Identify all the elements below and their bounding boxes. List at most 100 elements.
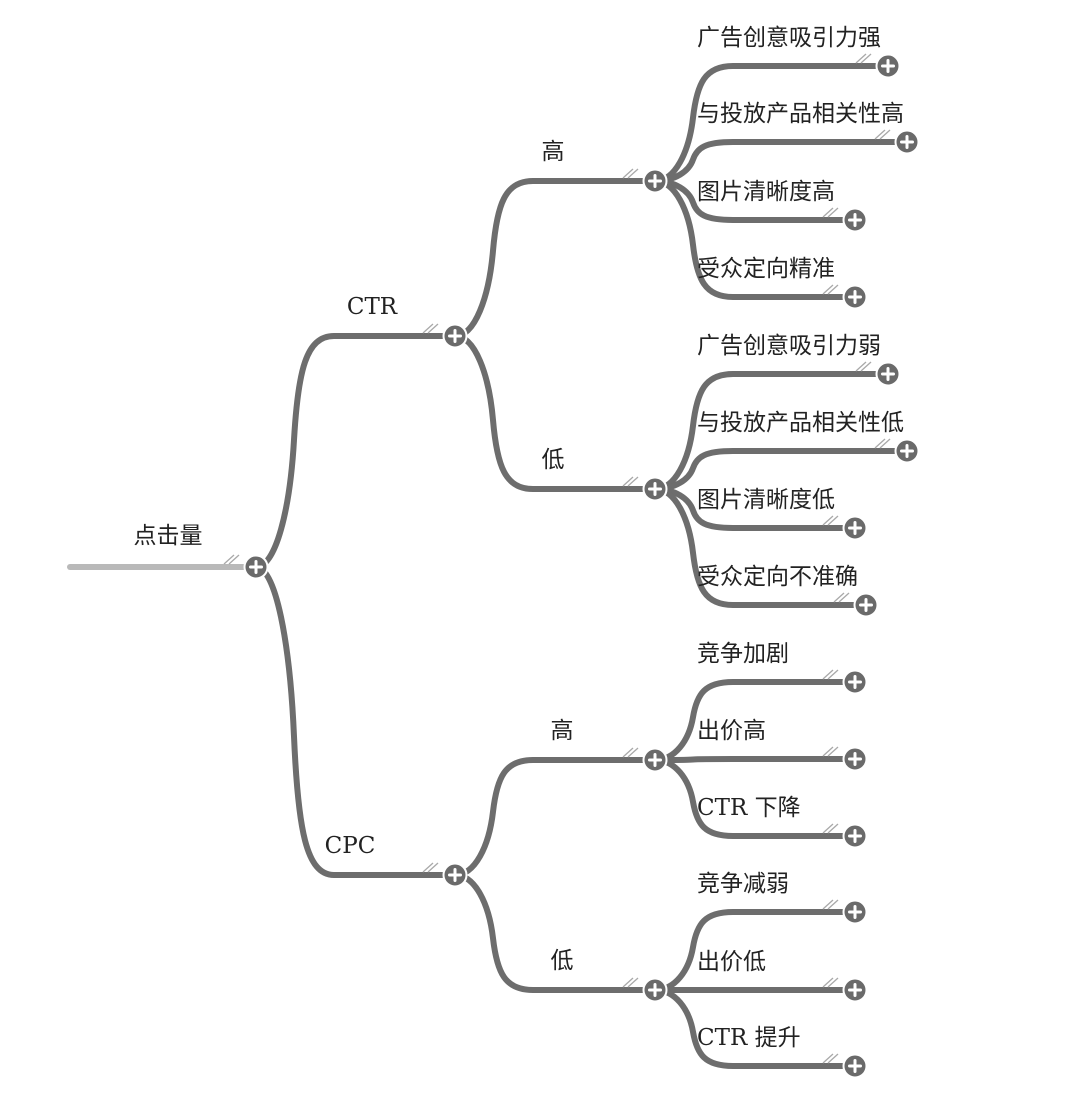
leaf-node-label: 竞争减弱 [697, 871, 789, 897]
collapse-hatch-mark [822, 899, 839, 910]
plus-icon [448, 868, 462, 882]
level2-expand-button[interactable] [642, 747, 668, 773]
plus-icon [848, 290, 862, 304]
leaf-node-label: 出价低 [697, 949, 766, 975]
plus-icon [448, 329, 462, 343]
level2-expand-button[interactable] [642, 168, 668, 194]
plus-icon [648, 482, 662, 496]
branch-line [452, 333, 658, 492]
collapse-hatch-mark [822, 284, 839, 295]
leaf-expand-button[interactable] [842, 207, 868, 233]
branch-line [253, 564, 458, 878]
leaf-expand-button[interactable] [842, 284, 868, 310]
leaf-node-label: 广告创意吸引力强 [697, 25, 881, 51]
leaf-node-label: 竞争加剧 [697, 641, 789, 667]
collapse-hatch-mark [822, 1053, 839, 1064]
collapse-hatch-mark [822, 746, 839, 757]
leaf-expand-button[interactable] [842, 515, 868, 541]
branch-line [652, 987, 858, 1069]
leaf-expand-button[interactable] [875, 53, 901, 79]
collapse-hatch-mark [622, 747, 639, 758]
leaf-expand-button[interactable] [842, 1053, 868, 1079]
leaf-expand-button[interactable] [853, 592, 879, 618]
plus-icon [900, 444, 914, 458]
plus-icon [900, 135, 914, 149]
collapse-hatch-mark [822, 515, 839, 526]
collapse-hatch-mark [422, 323, 439, 334]
collapse-hatch-mark [822, 823, 839, 834]
level2-expand-button[interactable] [642, 977, 668, 1003]
branch-line [652, 756, 858, 763]
leaf-expand-button[interactable] [842, 899, 868, 925]
branch-line [652, 679, 858, 763]
branch-line [452, 178, 658, 339]
level2-node-label: 高 [551, 718, 574, 744]
plus-icon [249, 560, 263, 574]
plus-icon [648, 753, 662, 767]
level2-node-label: 低 [551, 948, 574, 974]
level1-node-label: CPC [325, 833, 376, 859]
collapse-hatch-mark [874, 438, 891, 449]
branch-line [652, 178, 858, 223]
branch-line [652, 757, 858, 839]
root-node-label: 点击量 [134, 523, 203, 549]
collapse-hatch-mark [822, 207, 839, 218]
leaf-node-label: 图片清晰度低 [697, 487, 835, 513]
collapse-hatch-mark [822, 669, 839, 680]
leaf-expand-button[interactable] [842, 977, 868, 1003]
plus-icon [848, 983, 862, 997]
level2-node-label: 低 [542, 447, 565, 473]
collapse-hatch-mark [822, 977, 839, 988]
plus-icon [859, 598, 873, 612]
branch-line [652, 63, 891, 184]
root-expand-button[interactable] [243, 554, 269, 580]
level1-expand-button[interactable] [442, 862, 468, 888]
plus-icon [848, 752, 862, 766]
leaf-expand-button[interactable] [842, 823, 868, 849]
level1-node-label: CTR [347, 294, 398, 320]
plus-icon [848, 829, 862, 843]
leaf-node-label: CTR 提升 [697, 1025, 801, 1051]
plus-icon [881, 59, 895, 73]
leaf-node-label: 出价高 [697, 718, 766, 744]
plus-icon [848, 675, 862, 689]
leaf-expand-button[interactable] [842, 669, 868, 695]
leaf-expand-button[interactable] [842, 746, 868, 772]
leaf-node-label: 受众定向精准 [697, 256, 835, 282]
leaf-node-label: 广告创意吸引力弱 [697, 333, 881, 359]
collapse-hatch-mark [622, 476, 639, 487]
branch-line [253, 333, 458, 570]
branch-line [652, 909, 858, 993]
leaf-expand-button[interactable] [894, 129, 920, 155]
branch-line [652, 139, 910, 184]
collapse-hatch-mark [833, 592, 850, 603]
leaf-node-label: 受众定向不准确 [697, 564, 858, 590]
plus-icon [848, 905, 862, 919]
leaf-node-label: 与投放产品相关性高 [697, 101, 904, 127]
branch-line [452, 872, 658, 993]
level1-expand-button[interactable] [442, 323, 468, 349]
plus-icon [848, 213, 862, 227]
collapse-hatch-mark [422, 862, 439, 873]
collapse-hatch-mark [223, 554, 240, 565]
leaf-expand-button[interactable] [875, 361, 901, 387]
leaf-expand-button[interactable] [894, 438, 920, 464]
collapse-hatch-mark [855, 53, 872, 64]
plus-icon [881, 367, 895, 381]
leaf-node-label: CTR 下降 [697, 795, 801, 821]
branch-line [652, 486, 858, 531]
plus-icon [648, 983, 662, 997]
branch-line [652, 448, 910, 492]
branch-line [652, 178, 858, 300]
level2-expand-button[interactable] [642, 476, 668, 502]
collapse-hatch-mark [622, 168, 639, 179]
collapse-hatch-mark [874, 129, 891, 140]
plus-icon [848, 1059, 862, 1073]
branch-line [652, 486, 869, 608]
collapse-hatch-mark [855, 361, 872, 372]
leaf-node-label: 与投放产品相关性低 [697, 410, 904, 436]
branch-line [452, 757, 658, 878]
plus-icon [848, 521, 862, 535]
leaf-node-label: 图片清晰度高 [697, 179, 835, 205]
